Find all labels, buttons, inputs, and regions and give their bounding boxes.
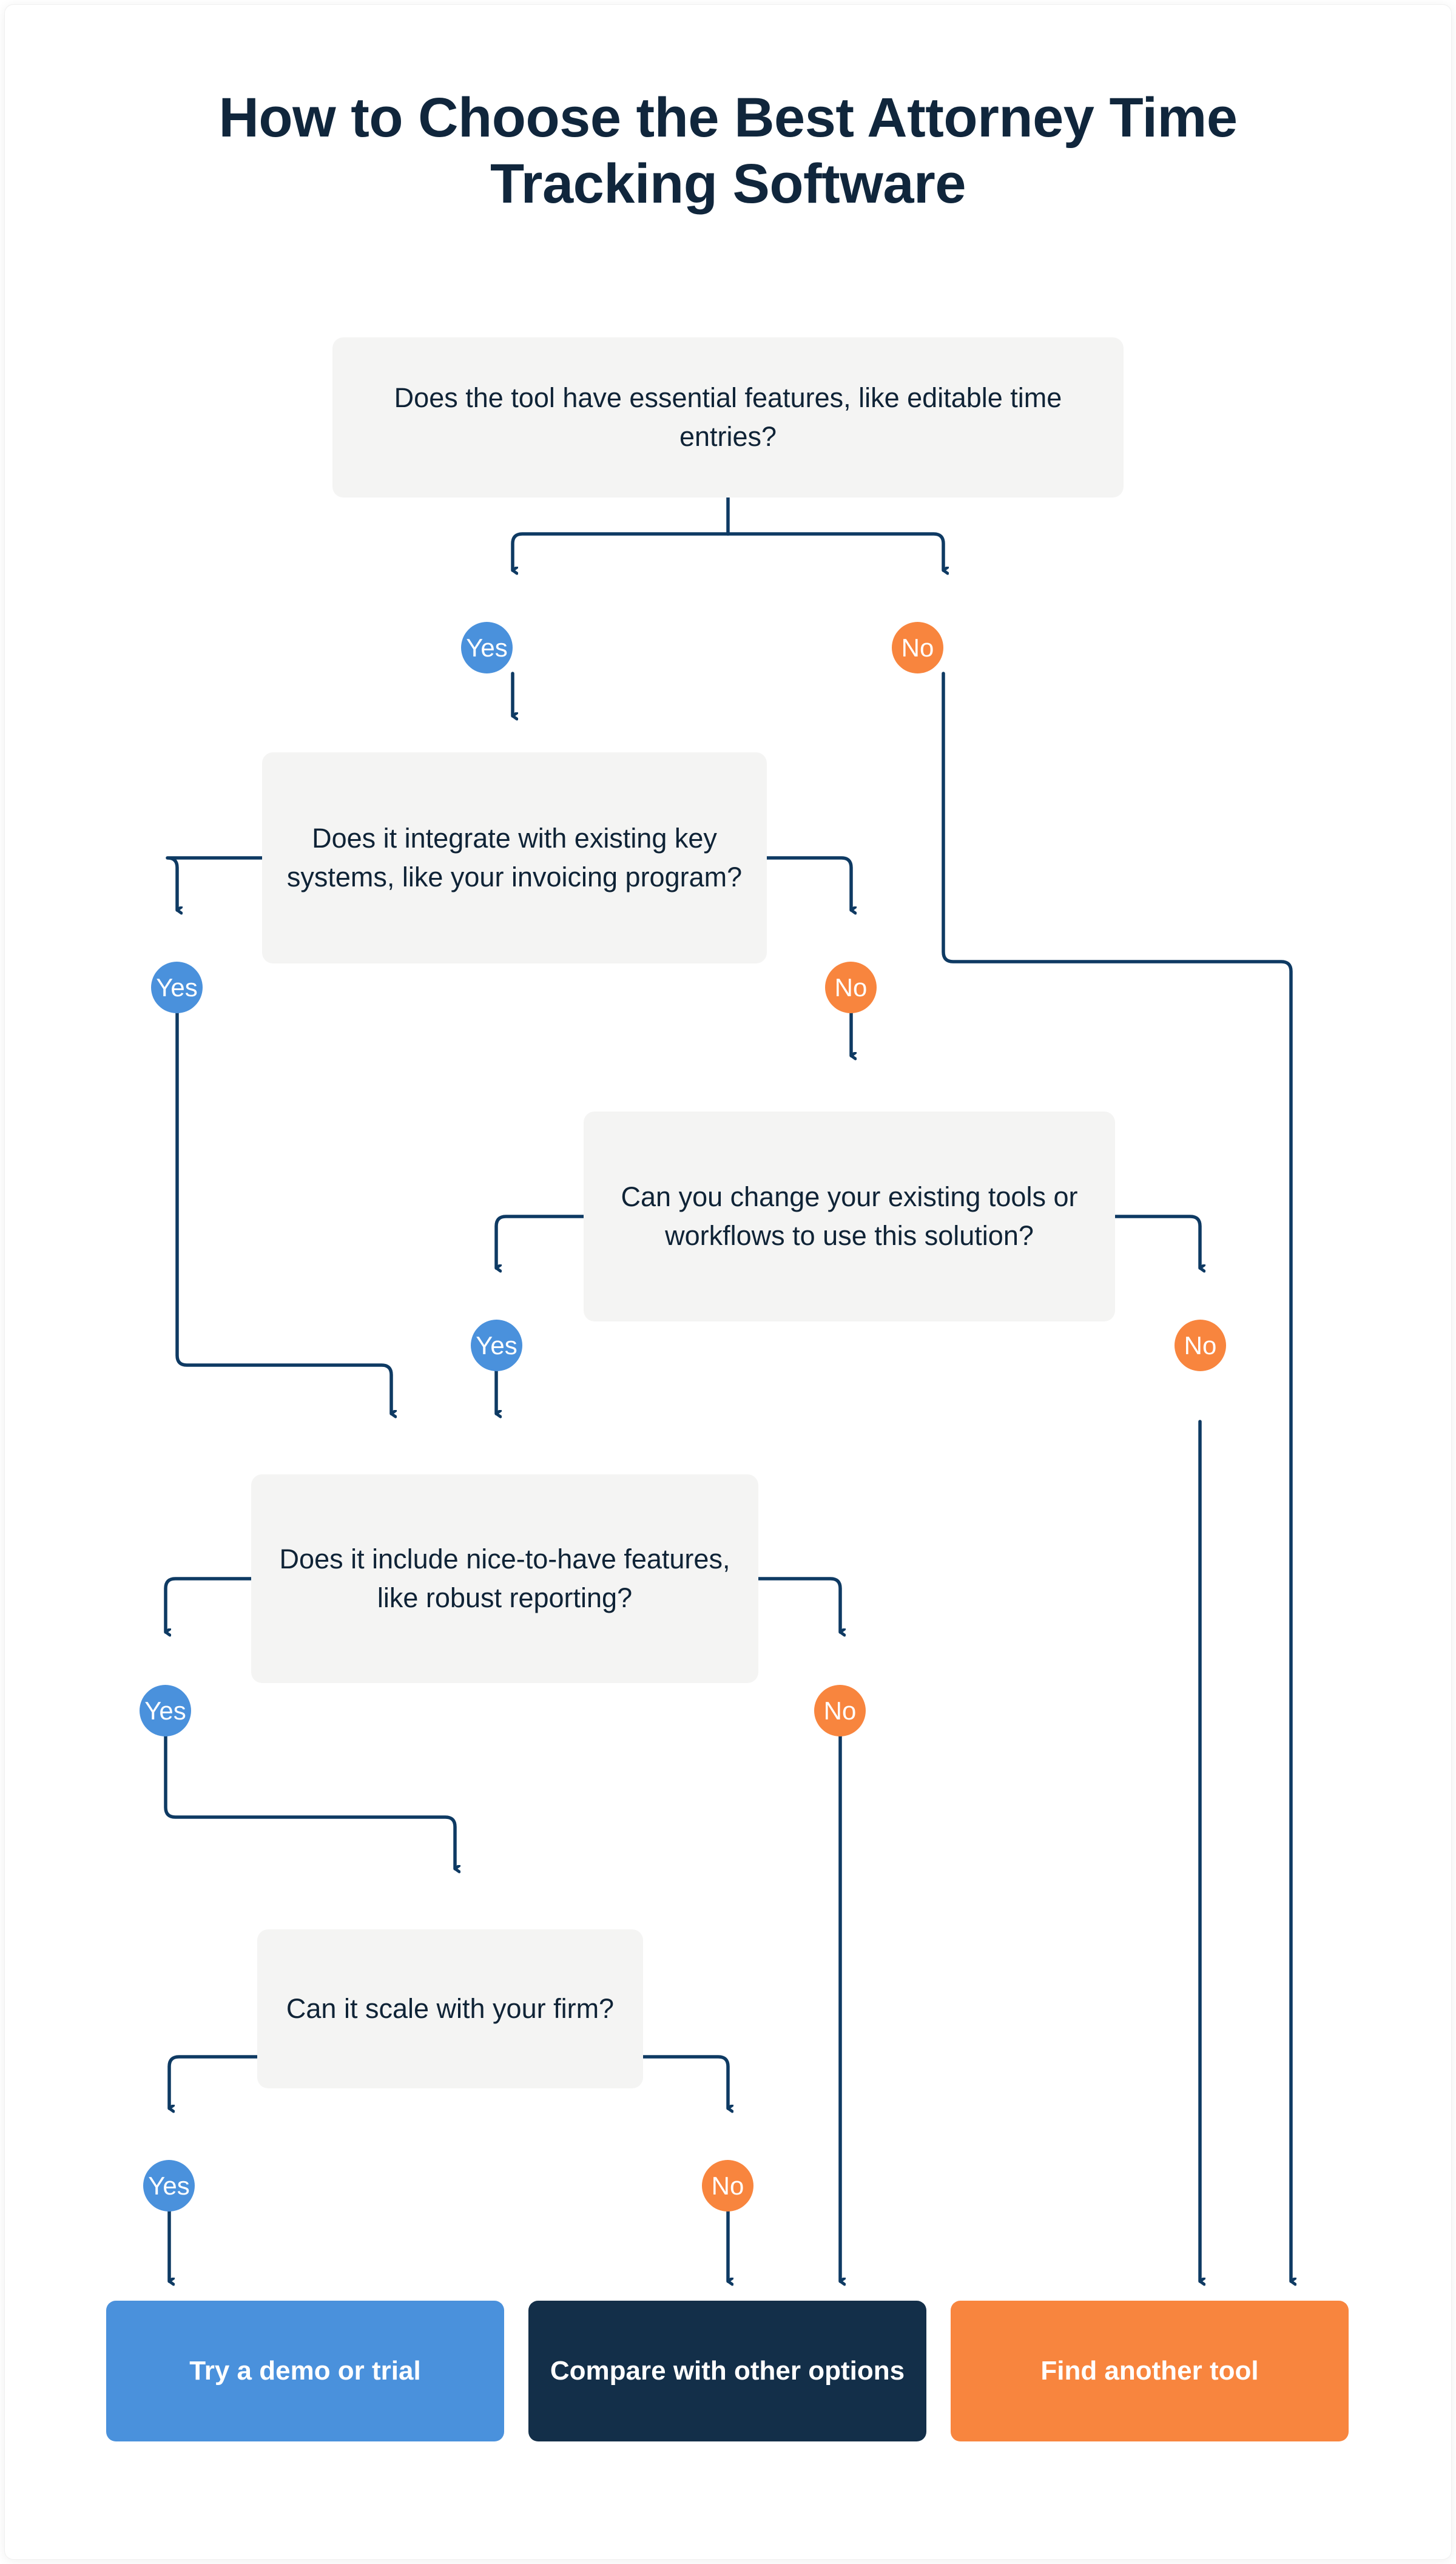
outcome-compare-options[interactable]: Compare with other options [528,2301,926,2441]
branch-pill-yes-q5[interactable]: Yes [143,2160,195,2211]
outcome-find-another-tool[interactable]: Find another tool [951,2301,1349,2441]
decision-box-nice-to-have[interactable]: Does it include nice-to-have features, l… [251,1474,758,1683]
branch-pill-no-q4[interactable]: No [814,1685,866,1736]
branch-pill-yes-q3[interactable]: Yes [471,1320,522,1371]
decision-box-scale[interactable]: Can it scale with your firm? [257,1929,643,2088]
decision-box-integrations[interactable]: Does it integrate with existing key syst… [262,752,767,963]
branch-pill-no-q5[interactable]: No [702,2160,753,2211]
branch-pill-yes-q2[interactable]: Yes [151,962,203,1013]
decision-box-essential-features[interactable]: Does the tool have essential features, l… [332,337,1124,498]
branch-pill-yes-q4[interactable]: Yes [140,1685,191,1736]
outcome-try-demo[interactable]: Try a demo or trial [106,2301,504,2441]
decision-box-change-workflows[interactable]: Can you change your existing tools or wo… [584,1112,1115,1321]
branch-pill-no-q2[interactable]: No [825,962,877,1013]
branch-pill-no-q1[interactable]: No [892,622,943,673]
branch-pill-yes-q1[interactable]: Yes [461,622,513,673]
page-title: How to Choose the Best Attorney Time Tra… [218,87,1238,215]
branch-pill-no-q3[interactable]: No [1175,1320,1226,1371]
